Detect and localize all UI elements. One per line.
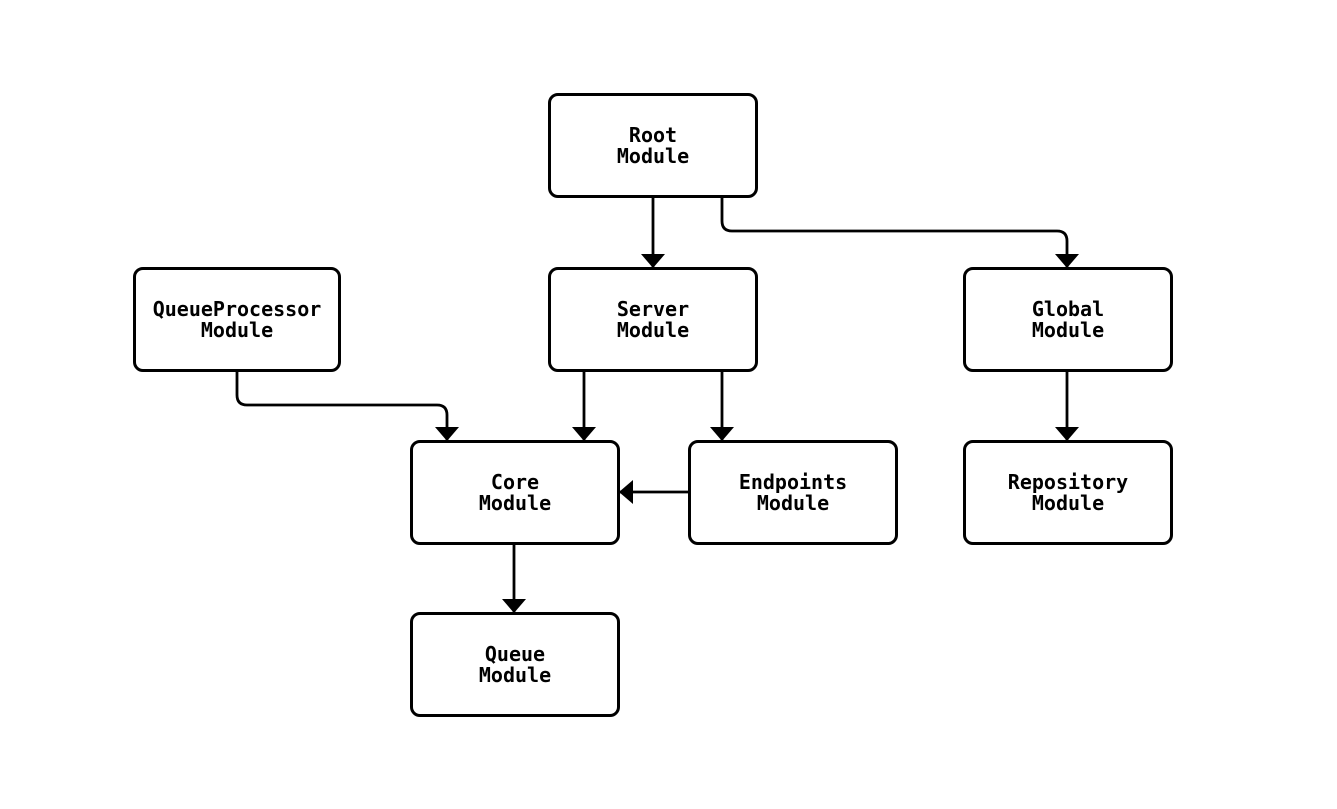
- node-label-line: Module: [616, 143, 690, 168]
- node-label-line: Endpoints: [738, 469, 848, 494]
- node-label-line: Module: [616, 317, 690, 342]
- node-label-line: Module: [478, 662, 552, 687]
- node-label-line: Core: [490, 469, 540, 494]
- node-label-line: Module: [478, 490, 552, 515]
- node-label-line: Module: [756, 490, 830, 515]
- node-label-line: QueueProcessor: [152, 296, 322, 321]
- node-label-line: Module: [1031, 317, 1105, 342]
- edge-queue-processor-to-core: [235, 372, 459, 441]
- node-label-line: Repository: [1007, 469, 1129, 494]
- node-label-line: Queue: [484, 641, 546, 666]
- node-label-line: Module: [200, 317, 274, 342]
- node-label-line: Global: [1031, 296, 1105, 321]
- node-label-line: Root: [628, 122, 678, 147]
- edges-group: [235, 198, 1079, 613]
- node-label-line: Server: [616, 296, 690, 321]
- edge-root-to-global: [720, 198, 1079, 268]
- node-label-line: Module: [1031, 490, 1105, 515]
